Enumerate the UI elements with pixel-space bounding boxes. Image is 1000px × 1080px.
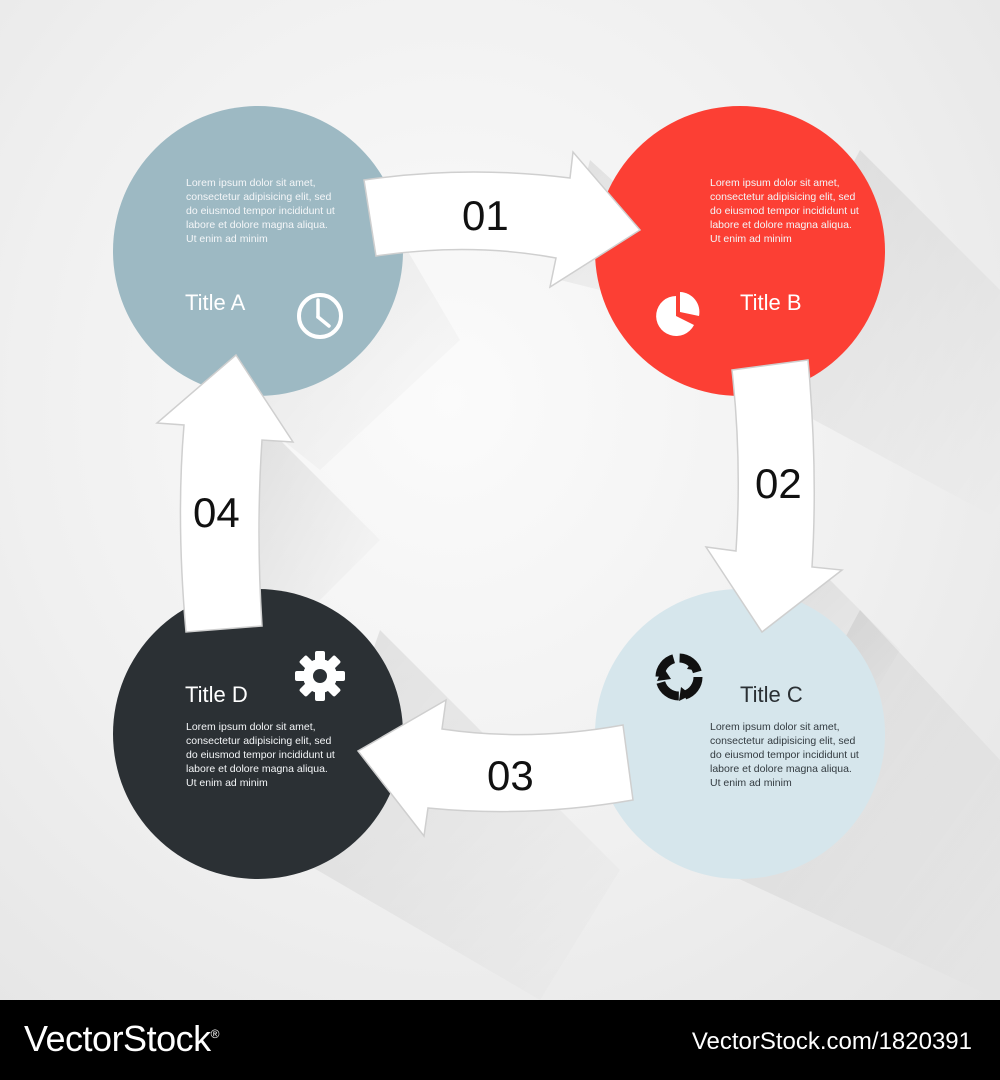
shadow-arrow-04 [260,420,380,620]
step-d-body: Lorem ipsum dolor sit amet, consectetur … [186,721,335,789]
step-a-title: Title A [185,290,246,315]
arrow-02-label: 02 [755,460,802,507]
pie-chart-icon [656,292,700,336]
vectorstock-logo: VectorStock® [24,1018,219,1060]
step-a-body: Lorem ipsum dolor sit amet, consectetur … [186,177,335,245]
arrow-03 [356,698,634,838]
step-c-title: Title C [740,682,803,707]
arrow-01 [363,150,642,289]
step-a-circle [113,106,403,396]
step-b-title: Title B [740,290,802,315]
image-id-url: VectorStock.com/1820391 [691,1028,972,1055]
brand-mark: ® [210,1027,220,1041]
brand-name: VectorStock [24,1018,211,1059]
step-b-body: Lorem ipsum dolor sit amet, consectetur … [710,177,859,245]
watermark-footer: VectorStock® VectorStock.com/1820391 [0,1000,1000,1080]
arrow-02 [704,359,844,634]
gear-icon [295,651,345,701]
arrow-04 [155,353,295,633]
clock-icon [297,293,343,339]
arrow-03-label: 03 [487,752,534,799]
cycle-diagram: 01 02 03 04 Title A Title B Title C Titl… [113,106,1000,1000]
arrow-04-label: 04 [193,489,240,536]
step-c-body: Lorem ipsum dolor sit amet, consectetur … [710,721,859,789]
step-d-title: Title D [185,682,248,707]
cycle-icon [655,653,703,701]
step-b-circle [595,106,885,396]
cycle-infographic: 01 02 03 04 Title A Title B Title C Titl… [0,0,1000,1000]
shadow-b [740,150,1000,520]
arrow-01-label: 01 [462,192,509,239]
